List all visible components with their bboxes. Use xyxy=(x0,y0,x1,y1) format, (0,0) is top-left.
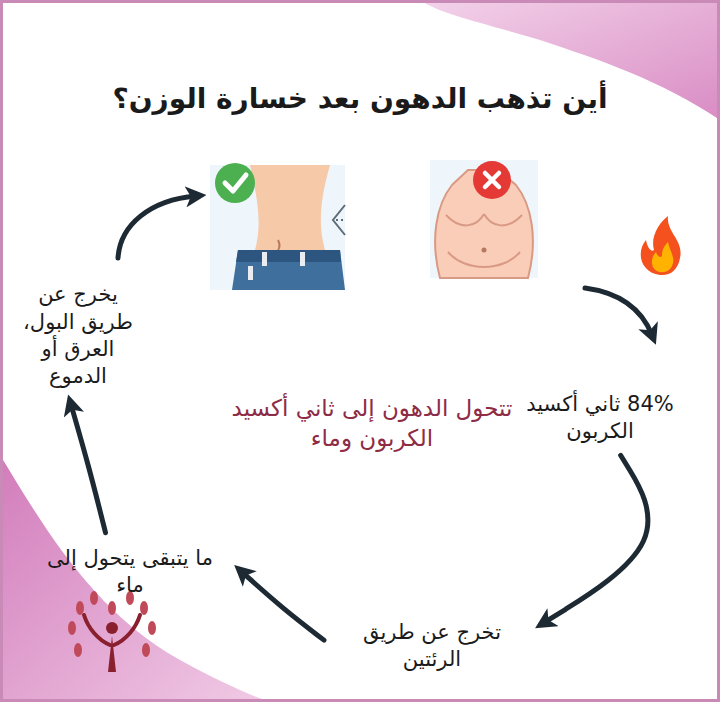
step-text: 84% ثاني أكسيد الكربون xyxy=(514,389,686,448)
corner-blob xyxy=(0,455,270,702)
cycle-arrow xyxy=(118,196,196,258)
logo-tree xyxy=(68,591,156,672)
step-label: تخرج عن طريق الرئتين xyxy=(338,619,526,674)
overweight-figure xyxy=(430,160,538,278)
step-label: يخرج عن طريق البول، العرق أو الدموع xyxy=(12,281,144,390)
cycle-arrow xyxy=(585,288,652,335)
cycle-arrow xyxy=(71,405,106,533)
step-text: تخرج عن طريق الرئتين xyxy=(334,617,530,676)
slim-figure xyxy=(210,163,346,290)
title: أين تذهب الدهون بعد خسارة الوزن؟ xyxy=(20,82,700,115)
flame-icon xyxy=(641,216,681,275)
step-text: ما يتبقى يتحول إلى ماء xyxy=(28,543,232,602)
cycle-arrow xyxy=(242,572,324,640)
step-label: 84% ثاني أكسيد الكربون xyxy=(518,391,682,446)
step-label: ما يتبقى يتحول إلى ماء xyxy=(32,545,228,600)
cycle-arrow xyxy=(544,455,648,622)
center-note: تتحول الدهون إلى ثاني أكسيد الكربون وماء xyxy=(227,394,517,454)
step-text: يخرج عن طريق البول، العرق أو الدموع xyxy=(8,279,148,392)
